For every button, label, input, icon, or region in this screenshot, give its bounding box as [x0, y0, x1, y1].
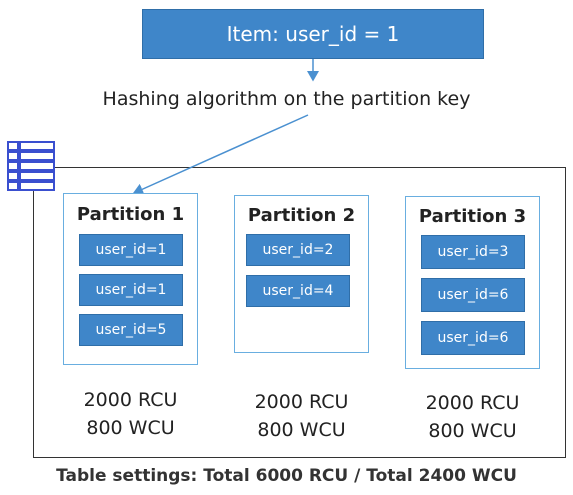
table-settings-footer: Table settings: Total 6000 RCU / Total 2… — [56, 466, 517, 486]
partition-3: Partition 3 user_id=3 user_id=6 user_id=… — [405, 196, 540, 369]
partition-2-title: Partition 2 — [247, 205, 356, 226]
partition-1-wcu: 800 WCU — [86, 417, 175, 439]
partition-3-title: Partition 3 — [418, 206, 527, 227]
partition-3-capacity: 2000 RCU 800 WCU — [405, 389, 540, 445]
partition-2-capacity: 2000 RCU 800 WCU — [234, 388, 369, 444]
table-container — [33, 167, 566, 458]
partition-2-item-1: user_id=2 — [246, 234, 350, 266]
partition-1: Partition 1 user_id=1 user_id=1 user_id=… — [63, 193, 198, 365]
partition-2-item-2: user_id=4 — [246, 275, 350, 307]
partition-1-title: Partition 1 — [76, 204, 185, 225]
partition-2-rcu: 2000 RCU — [254, 391, 349, 413]
partition-3-item-3: user_id=6 — [421, 321, 525, 355]
partition-3-rcu: 2000 RCU — [425, 392, 520, 414]
partition-3-item-1: user_id=3 — [421, 235, 525, 269]
partition-2-wcu: 800 WCU — [257, 419, 346, 441]
partition-3-item-2: user_id=6 — [421, 278, 525, 312]
hashing-label: Hashing algorithm on the partition key — [102, 88, 471, 110]
partition-1-item-1: user_id=1 — [79, 234, 183, 266]
table-grid-icon — [7, 141, 55, 191]
partition-2: Partition 2 user_id=2 user_id=4 — [234, 195, 369, 353]
item-box: Item: user_id = 1 — [142, 9, 484, 59]
partition-1-item-3: user_id=5 — [79, 314, 183, 346]
item-label: Item: user_id = 1 — [226, 22, 400, 46]
partition-1-capacity: 2000 RCU 800 WCU — [63, 386, 198, 442]
partition-1-item-2: user_id=1 — [79, 274, 183, 306]
arrow-hash-to-partition-1 — [132, 114, 309, 195]
partition-3-wcu: 800 WCU — [428, 420, 517, 442]
partition-1-rcu: 2000 RCU — [83, 389, 178, 411]
